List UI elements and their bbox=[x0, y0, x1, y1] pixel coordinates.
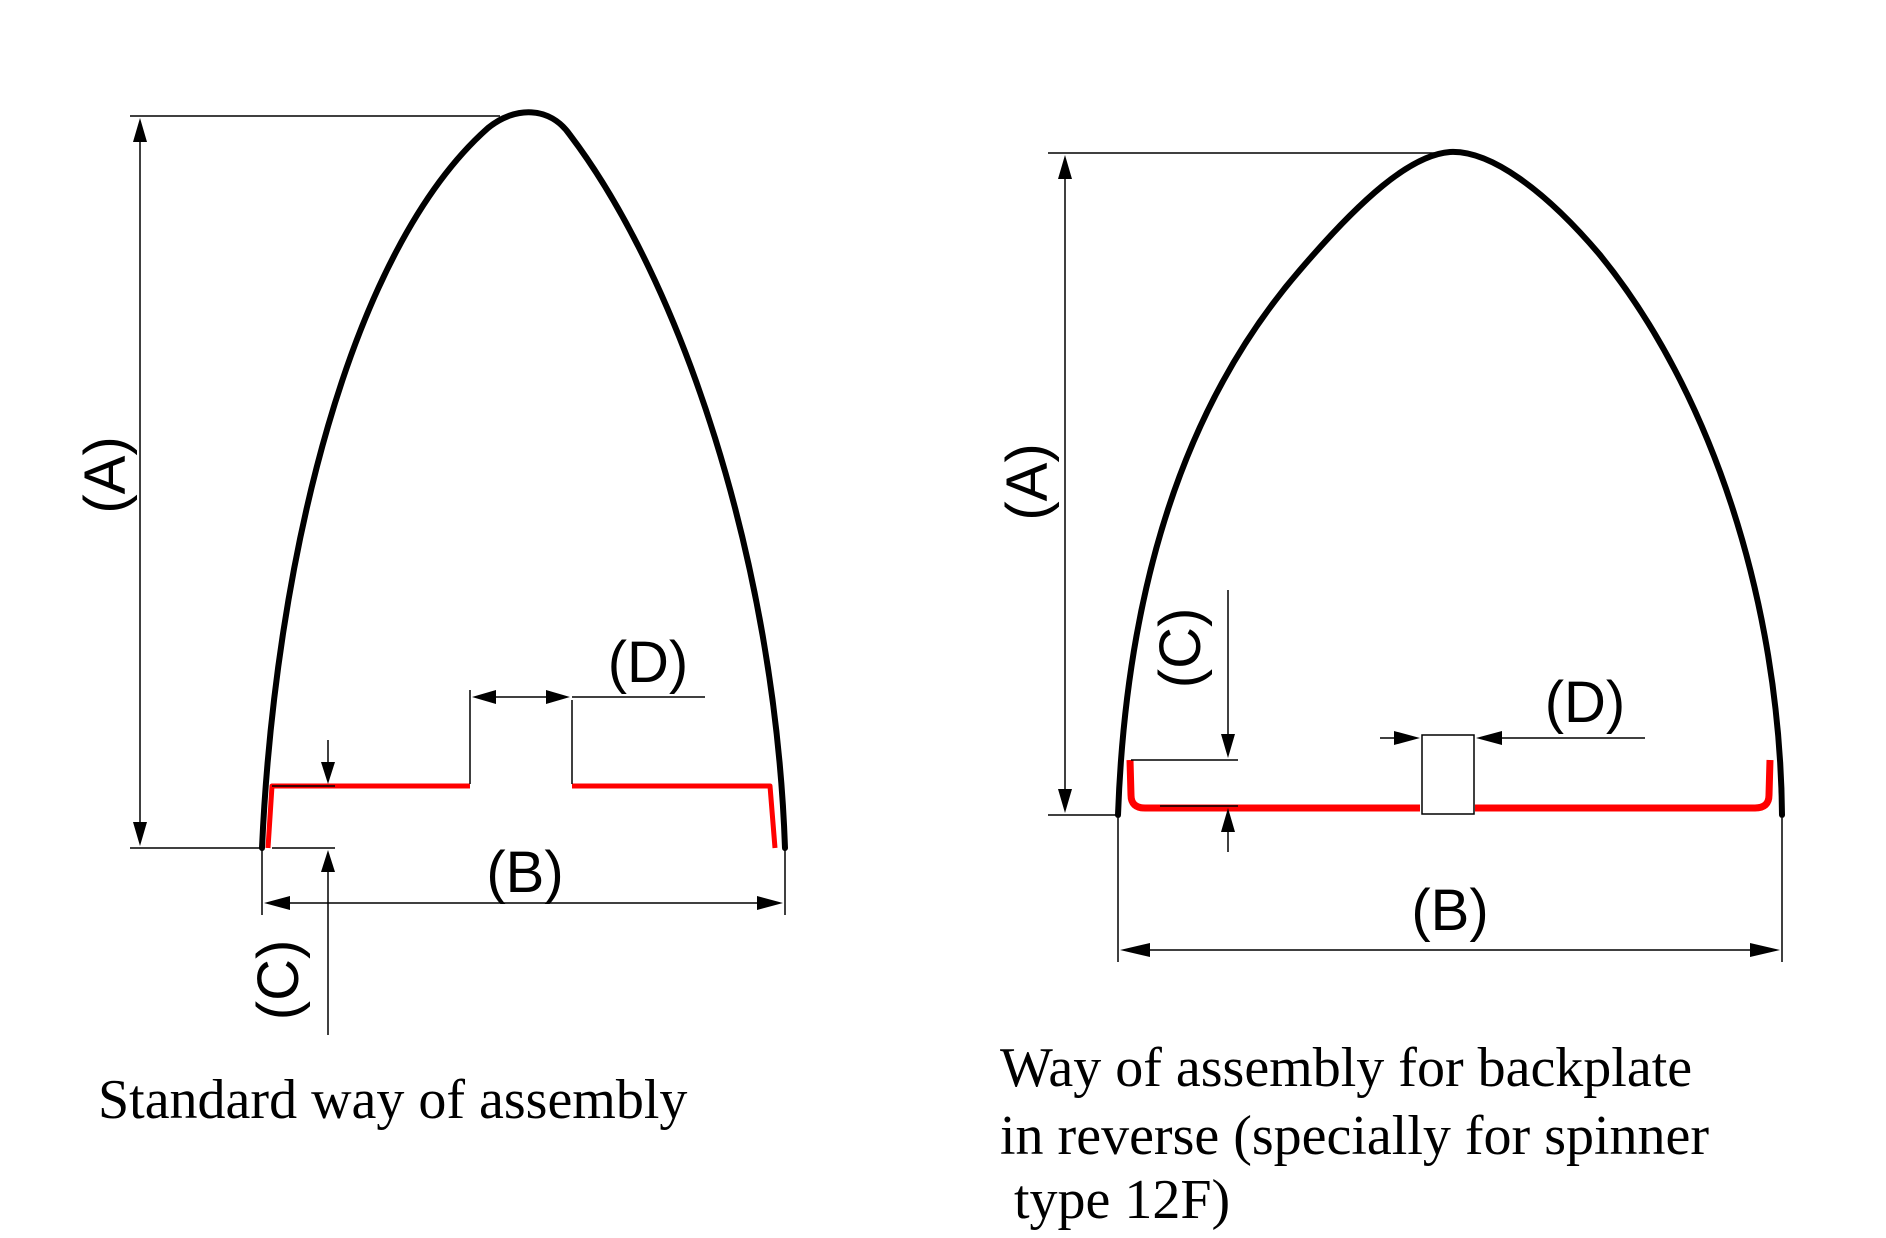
reverse-dimension-b: (B) bbox=[1117, 818, 1783, 962]
reverse-spinner-outline bbox=[1115, 148, 1785, 818]
standard-dimension-a: (A) bbox=[73, 115, 500, 849]
standard-caption: Standard way of assembly bbox=[98, 1069, 687, 1131]
reverse-dimension-c: (C) bbox=[1131, 590, 1238, 852]
reverse-label-b: (B) bbox=[1411, 878, 1488, 943]
standard-label-d: (D) bbox=[608, 630, 689, 695]
reverse-assembly-figure: (A) (B) (C) (D) bbox=[995, 148, 1785, 1231]
reverse-dimension-d: (D) bbox=[1380, 670, 1645, 815]
reverse-caption-line-1: Way of assembly for backplate bbox=[1000, 1037, 1692, 1099]
standard-dimension-b: (B) bbox=[261, 840, 786, 915]
standard-dimension-d: (D) bbox=[469, 630, 705, 784]
reverse-label-a: (A) bbox=[995, 443, 1060, 520]
reverse-caption-line-3: type 12F) bbox=[1000, 1169, 1230, 1231]
reverse-caption-line-2: in reverse (specially for spinner bbox=[1000, 1105, 1709, 1167]
standard-label-a: (A) bbox=[73, 436, 138, 513]
standard-label-c: (C) bbox=[246, 940, 311, 1021]
standard-dimension-c: (C) bbox=[246, 740, 335, 1035]
standard-label-b: (B) bbox=[486, 840, 563, 905]
reverse-label-d: (D) bbox=[1545, 670, 1626, 735]
reverse-dimension-a: (A) bbox=[995, 152, 1440, 816]
reverse-label-c: (C) bbox=[1148, 608, 1213, 689]
standard-backplate bbox=[265, 783, 778, 849]
reverse-backplate bbox=[1126, 759, 1774, 812]
standard-spinner-outline bbox=[259, 109, 788, 851]
standard-assembly-figure: (A) (B) (C) (D) bbox=[73, 109, 788, 1131]
